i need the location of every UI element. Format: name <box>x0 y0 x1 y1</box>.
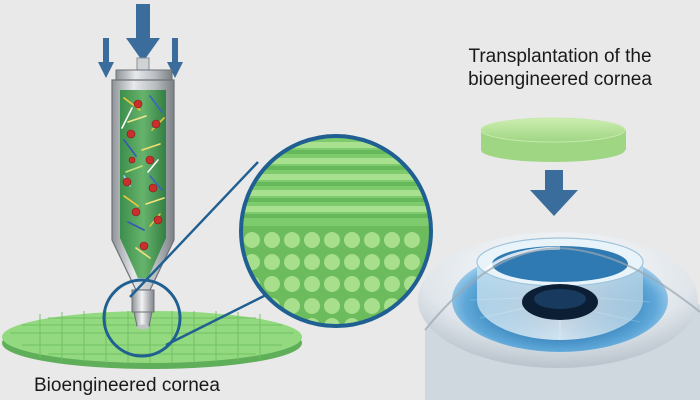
transplantation-label: Transplantation of the bioengineered cor… <box>448 45 672 91</box>
bioengineered-cornea-label: Bioengineered cornea <box>34 375 220 396</box>
magnifier-icon <box>102 134 433 358</box>
transplantation-label-line1: Transplantation of the <box>468 46 652 67</box>
transplantation-label-line2: bioengineered cornea <box>468 69 652 90</box>
down-arrow-icon <box>126 4 160 62</box>
down-arrow-icon <box>98 38 114 78</box>
transplant-lens <box>480 117 626 162</box>
down-arrow-icon <box>167 38 183 78</box>
eye-icon <box>418 232 700 400</box>
cornea-disc <box>2 311 302 369</box>
down-arrow-icon <box>530 170 578 216</box>
syringe-icon <box>111 57 175 330</box>
